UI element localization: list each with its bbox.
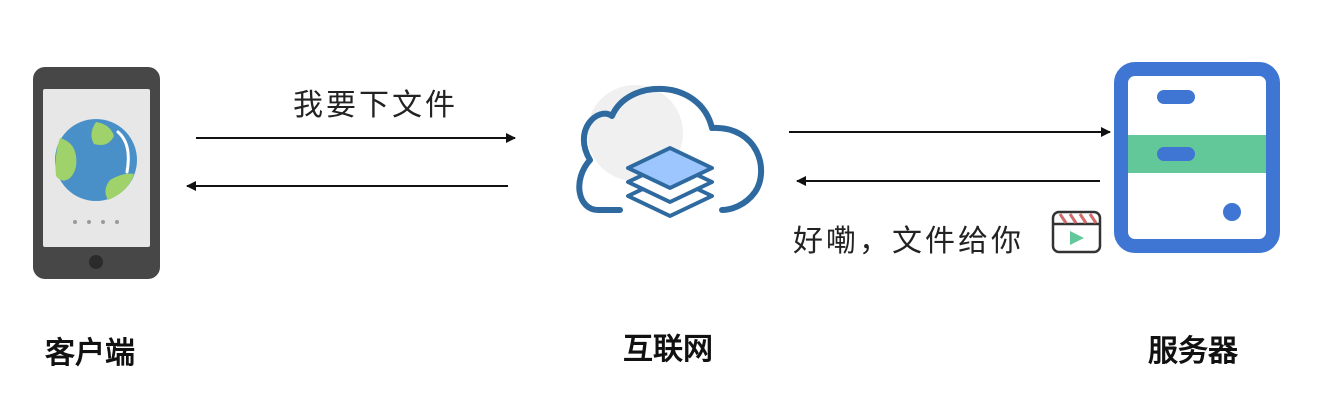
internet-label: 互联网 — [623, 332, 713, 367]
request-message: 我要下文件 — [293, 88, 458, 123]
client-label: 客户端 — [45, 336, 135, 371]
video-clapper-icon — [1051, 210, 1102, 254]
smartphone-globe-icon — [33, 67, 160, 279]
server-icon — [1114, 62, 1280, 253]
response-message: 好嘞，文件给你 — [793, 224, 1024, 259]
cloud-layers-icon — [576, 85, 765, 218]
server-label: 服务器 — [1148, 334, 1238, 369]
